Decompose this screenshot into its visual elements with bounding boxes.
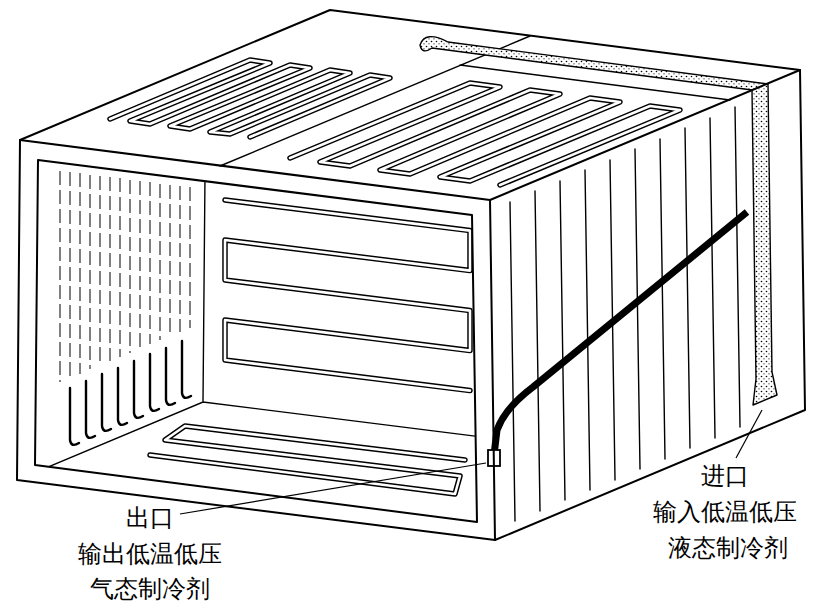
channel-fill <box>110 60 390 137</box>
callout-label: 出口 <box>124 504 176 532</box>
interior <box>17 62 681 494</box>
outlet-pipe <box>494 212 747 455</box>
interior-corner-lines <box>17 62 681 480</box>
channel-fill <box>225 200 470 391</box>
box-outline <box>17 10 805 540</box>
leader-line <box>180 463 486 514</box>
channel-outline <box>225 200 470 391</box>
channel-fill <box>290 83 680 185</box>
callout-label: 进口 <box>699 462 751 490</box>
box-edges <box>20 70 800 540</box>
box-body <box>17 10 805 540</box>
panel-divider <box>220 36 730 166</box>
wall-hatching <box>60 171 190 382</box>
callout-label: 输出低温低压 <box>76 540 224 568</box>
channel-fill <box>150 426 465 494</box>
fins <box>70 341 191 445</box>
channel-outline <box>150 426 465 494</box>
callout-label: 液态制冷剂 <box>666 534 790 562</box>
callout-label: 输入低温低压 <box>651 498 799 526</box>
leader-line <box>736 410 762 458</box>
channel-outline <box>290 83 680 185</box>
channel-outline <box>110 60 390 137</box>
callout-label: 气态制冷剂 <box>88 575 212 603</box>
opening-frame <box>35 160 477 522</box>
